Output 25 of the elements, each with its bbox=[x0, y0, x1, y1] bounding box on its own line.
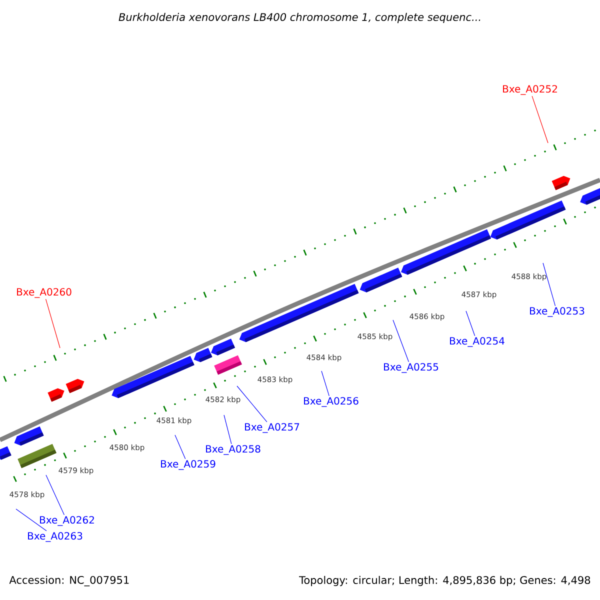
gene-label: Bxe_A0256 bbox=[304, 397, 358, 407]
gene-label: Bxe_A0257 bbox=[245, 423, 300, 433]
leader-line bbox=[532, 96, 548, 144]
leader-line bbox=[174, 434, 186, 460]
leader-line bbox=[236, 386, 268, 422]
leader-line bbox=[45, 298, 60, 348]
leader-line bbox=[466, 310, 476, 336]
gene-label: Bxe_A0252 bbox=[503, 85, 557, 95]
gene-label: Bxe_A0254 bbox=[450, 337, 504, 347]
leader-line bbox=[542, 262, 556, 306]
gene-label: Bxe_A0258 bbox=[206, 445, 260, 455]
leader-line bbox=[392, 320, 410, 362]
sequence-info-text: Topology: circular; Length: 4,895,836 bp; Genes: 4,498 bbox=[299, 576, 590, 586]
gene-label: Bxe_A0259 bbox=[161, 460, 216, 470]
leader-line bbox=[321, 370, 330, 396]
accession-text: Accession: NC_007951 bbox=[9, 576, 129, 586]
gene-label: Bxe_A0253 bbox=[530, 307, 584, 317]
gene-label: Bxe_A0263 bbox=[28, 532, 82, 542]
leader-line bbox=[46, 474, 65, 516]
title: Burkholderia xenovorans LB400 chromosome 1, complete sequenc... bbox=[118, 12, 480, 24]
gene-label: Bxe_A0255 bbox=[384, 363, 438, 373]
gene-label: Bxe_A0260 bbox=[17, 288, 72, 298]
gene-label: Bxe_A0262 bbox=[40, 516, 94, 526]
leader-line bbox=[224, 414, 232, 444]
leader-line bbox=[16, 508, 47, 532]
